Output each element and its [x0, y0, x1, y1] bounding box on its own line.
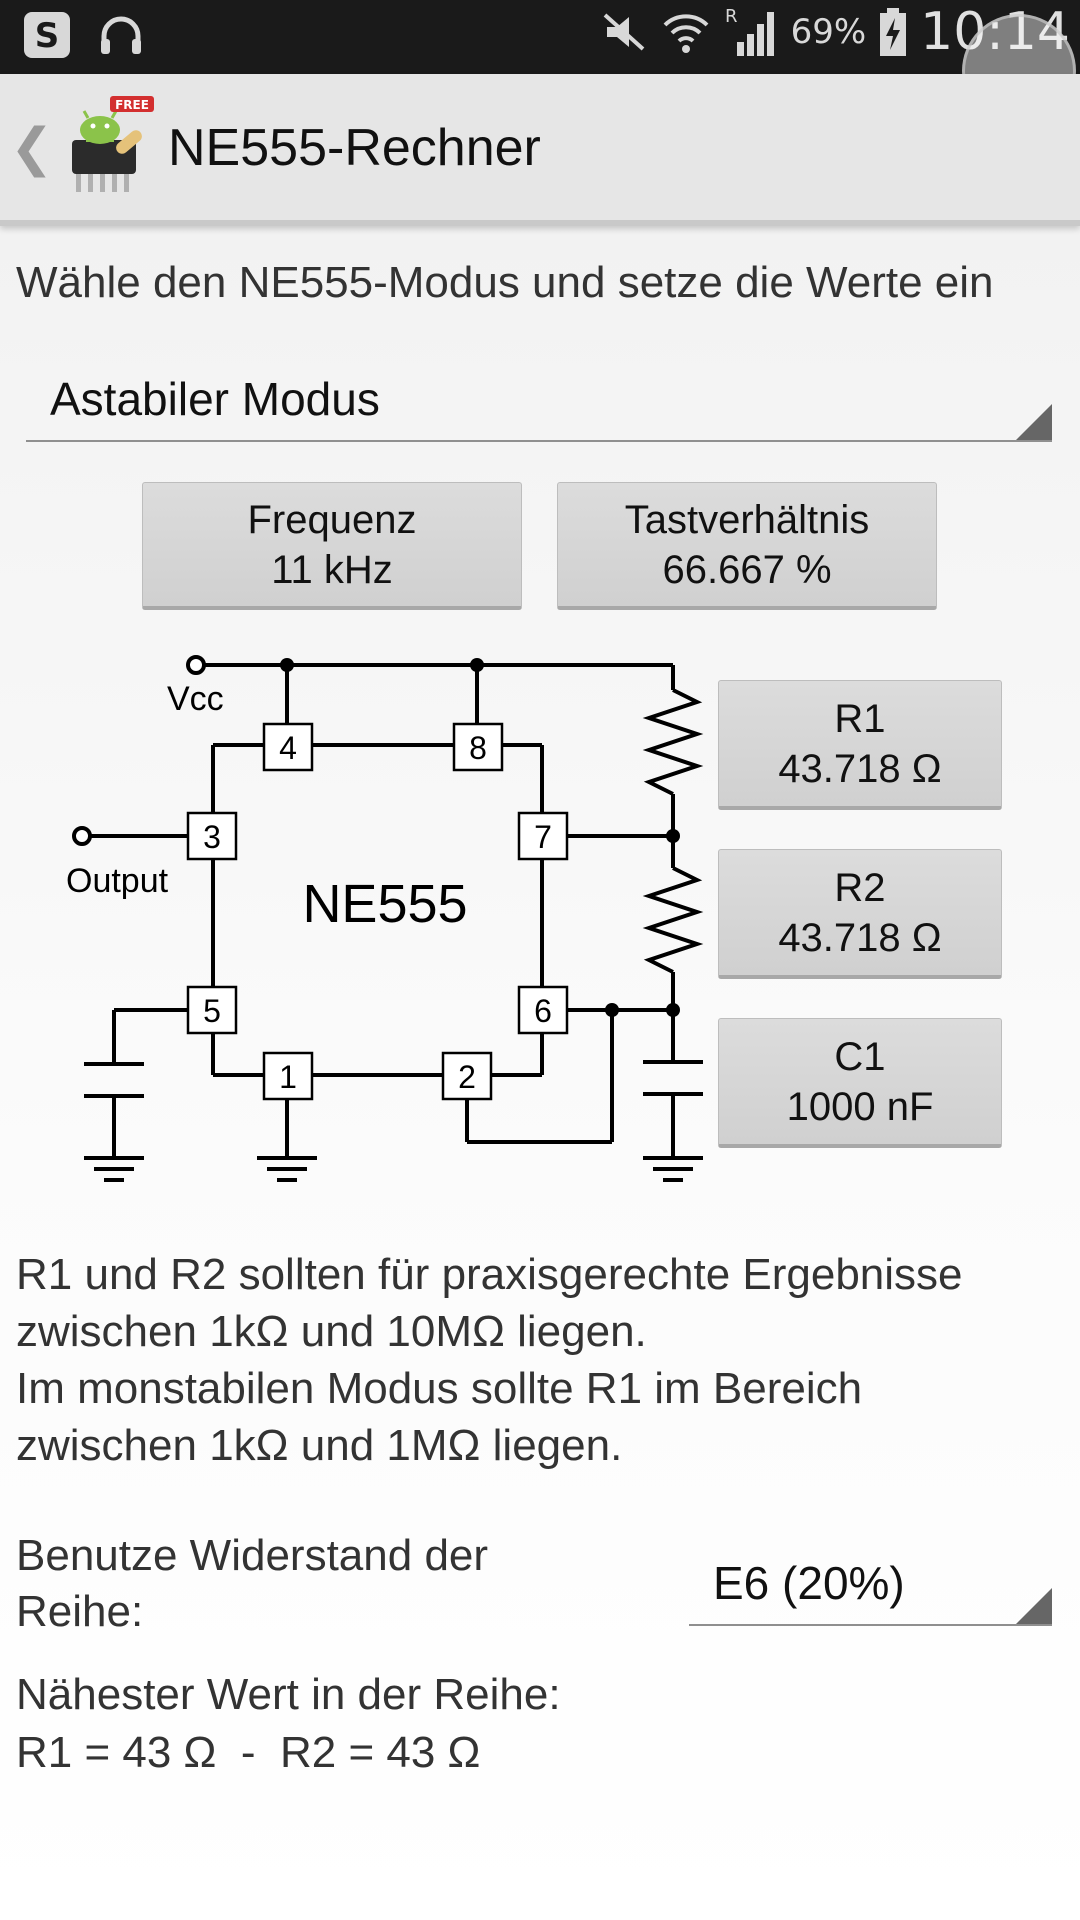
mode-spinner-value: Astabiler Modus — [50, 373, 380, 425]
pin-8-label: 8 — [469, 730, 487, 766]
duty-cycle-value: 66.667 % — [662, 547, 832, 592]
series-label-line: Reihe: — [16, 1587, 144, 1636]
note-line: zwischen 1kΩ und 1MΩ liegen. — [16, 1421, 623, 1470]
c1-label: C1 — [834, 1034, 886, 1079]
c1-button[interactable]: C1 1000 nF — [718, 1018, 1002, 1148]
roaming-signal-icon: R — [725, 6, 774, 56]
status-bar: S R 69% 10:14 — [0, 0, 1080, 74]
series-spinner-value: E6 (20%) — [713, 1557, 905, 1609]
app-icon[interactable]: FREE — [64, 96, 156, 196]
action-bar: ❮ FREE NE555-Rechner — [0, 74, 1080, 226]
series-label: Benutze Widerstand der Reihe: — [16, 1528, 576, 1640]
r2-label: R2 — [834, 865, 886, 910]
frequency-label: Frequenz — [247, 497, 417, 542]
vcc-label: Vcc — [167, 680, 224, 718]
mute-icon — [603, 13, 644, 51]
series-spinner[interactable]: E6 (20%) — [689, 1542, 1052, 1626]
nearest-title: Nähester Wert in der Reihe: — [16, 1670, 561, 1719]
wifi-icon — [663, 14, 708, 53]
pin-6-label: 6 — [534, 993, 552, 1029]
nearest-result: R1 = 43 Ω - R2 = 43 Ω — [16, 1728, 481, 1777]
battery-percent: 69% — [790, 12, 867, 52]
r1-button[interactable]: R1 43.718 Ω — [718, 680, 1002, 810]
nearest-value: Nähester Wert in der Reihe: R1 = 43 Ω - … — [16, 1666, 561, 1782]
pin-5-label: 5 — [203, 993, 221, 1029]
r1-value: 43.718 Ω — [778, 746, 942, 791]
r1-label: R1 — [834, 696, 886, 741]
pin-3-label: 3 — [203, 819, 221, 855]
c1-value: 1000 nF — [786, 1084, 934, 1129]
pin-2-label: 2 — [458, 1059, 476, 1095]
ne555-circuit-diagram: 4 8 3 7 5 6 1 2 NE555 Vcc Output — [66, 655, 704, 1182]
svg-text:R: R — [725, 6, 738, 27]
pin-4-label: 4 — [279, 730, 297, 766]
range-note: R1 und R2 sollten für praxisgerechte Erg… — [16, 1246, 1066, 1474]
frequency-button[interactable]: Frequenz 11 kHz — [142, 482, 522, 610]
series-label-line: Benutze Widerstand der — [16, 1531, 489, 1580]
duty-cycle-label: Tastverhältnis — [624, 497, 870, 542]
duty-cycle-button[interactable]: Tastverhältnis 66.667 % — [557, 482, 937, 610]
back-chevron-icon[interactable]: ❮ — [10, 118, 54, 178]
note-line: R1 und R2 sollten für praxisgerechte Erg… — [16, 1250, 963, 1299]
r2-button[interactable]: R2 43.718 Ω — [718, 849, 1002, 979]
skype-icon: S — [24, 12, 70, 58]
intro-text: Wähle den NE555-Modus und setze die Wert… — [16, 258, 994, 307]
note-line: zwischen 1kΩ und 10MΩ liegen. — [16, 1307, 647, 1356]
chip-label: NE555 — [302, 874, 467, 934]
dropdown-arrow-icon — [1016, 404, 1052, 440]
note-line: Im monstabilen Modus sollte R1 im Bereic… — [16, 1364, 863, 1413]
battery-charging-icon — [880, 8, 907, 56]
pin-7-label: 7 — [534, 819, 552, 855]
headphones-icon — [101, 16, 141, 54]
mode-spinner[interactable]: Astabiler Modus — [26, 360, 1052, 442]
free-badge: FREE — [115, 98, 149, 112]
svg-text:S: S — [35, 16, 60, 56]
output-label: Output — [66, 862, 169, 900]
dropdown-arrow-icon — [1016, 1588, 1052, 1624]
pin-1-label: 1 — [279, 1059, 297, 1095]
r2-value: 43.718 Ω — [778, 915, 942, 960]
frequency-value: 11 kHz — [271, 547, 393, 592]
page-title: NE555-Rechner — [168, 119, 541, 177]
